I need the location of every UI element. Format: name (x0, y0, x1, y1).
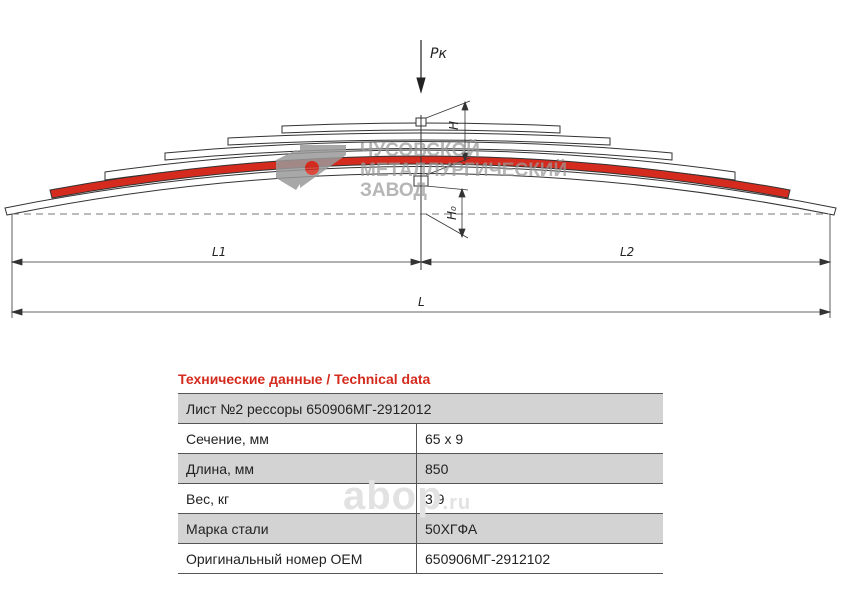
l2-label: L2 (620, 245, 634, 259)
spec-row: Длина, мм 850 (178, 453, 663, 484)
spec-header-row: Лист №2 рессоры 650906МГ-2912012 (178, 393, 663, 424)
l1-label: L1 (212, 245, 226, 259)
leaf-spring-drawing: Pк H H₀ L1 L2 L ЧУСОВСКОЙ (4, 40, 837, 318)
spec-label: Сечение, мм (178, 423, 417, 454)
spec-row: Марка стали 50ХГФА (178, 513, 663, 544)
spec-row: Оригинальный номер OEM 650906МГ-2912102 (178, 543, 663, 574)
l-label: L (418, 295, 425, 309)
watermark-text: abop (343, 474, 443, 518)
h0-dimension (425, 185, 469, 239)
logo-line-3: ЗАВОД (360, 180, 427, 201)
spec-table: Лист №2 рессоры 650906МГ-2912012 Сечение… (178, 393, 663, 574)
spec-row: Сечение, мм 65 x 9 (178, 423, 663, 454)
spec-value: 850 (416, 453, 663, 484)
spring-leaf-5 (227, 132, 611, 146)
h0-label: H₀ (445, 206, 459, 220)
spec-title: Технические данные / Technical data (178, 371, 431, 387)
spec-label: Длина, мм (178, 453, 417, 484)
logo-line-2: МЕТАЛЛУРГИЧЕСКИЙ (360, 159, 567, 181)
length-dimensions (10, 214, 832, 318)
load-arrow (416, 40, 426, 94)
load-label: Pк (430, 46, 447, 62)
spec-row: Вес, кг 3,9 (178, 483, 663, 514)
spec-label: Марка стали (178, 513, 417, 544)
spec-label: Оригинальный номер OEM (178, 543, 417, 574)
spec-label: Вес, кг (178, 483, 417, 514)
logo-red-dot (305, 161, 319, 175)
spring-leaves (4, 122, 837, 216)
manufacturer-logo: ЧУСОВСКОЙ МЕТАЛЛУРГИЧЕСКИЙ ЗАВОД (276, 139, 567, 201)
spec-value: 50ХГФА (416, 513, 663, 544)
spec-value: 3,9 (416, 483, 663, 514)
spec-value: 650906МГ-2912102 (416, 543, 663, 574)
logo-line-1: ЧУСОВСКОЙ (360, 139, 480, 161)
spec-value: 65 x 9 (416, 423, 663, 454)
h-label: H (447, 121, 461, 130)
site-watermark: abop.ru (343, 474, 471, 519)
spec-header-cell: Лист №2 рессоры 650906МГ-2912012 (178, 393, 663, 424)
h-dimension (425, 100, 471, 176)
watermark-suffix: .ru (442, 492, 472, 514)
